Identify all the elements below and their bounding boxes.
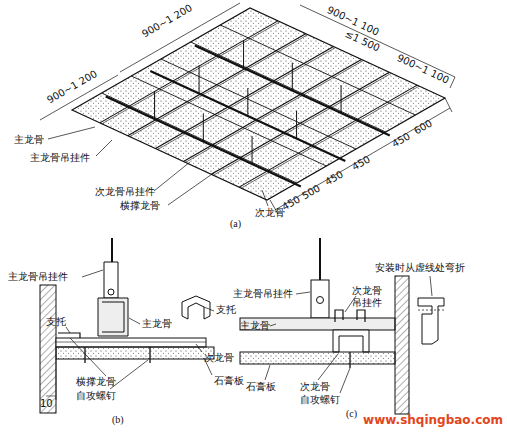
part-label: 横撑龙骨	[76, 376, 116, 388]
part-label: 石膏板	[246, 381, 276, 393]
runner-stroke	[341, 85, 342, 113]
part-label: 安装时从虚线处弯折	[375, 262, 465, 274]
runner-stroke	[106, 97, 301, 187]
part-label: 主龙骨	[142, 318, 172, 330]
runner-stroke	[150, 71, 345, 161]
dimension-label: 500	[300, 182, 323, 202]
runner-stroke	[154, 91, 155, 119]
watermark: www.shqingbao.com	[363, 414, 503, 426]
part-label: (b)	[112, 414, 124, 426]
part-label: 横撑龙骨	[120, 200, 160, 212]
runner-stroke	[252, 136, 253, 164]
runner-stroke	[199, 66, 200, 94]
part-label: 次龙骨	[255, 207, 285, 219]
dimension-label: 450	[390, 130, 413, 150]
part-label: 主龙骨吊挂件	[30, 152, 90, 164]
runner-stroke	[247, 88, 248, 116]
part-label: 次龙骨吊挂件	[95, 186, 155, 198]
part-label: 支托	[216, 304, 236, 316]
dimension-label: 900~1 200	[140, 2, 195, 40]
runner-stroke	[195, 46, 390, 136]
part-label: 主龙骨	[240, 320, 270, 332]
part-label: 主龙骨吊挂件	[8, 271, 68, 283]
part-label: 自攻螺钉	[300, 394, 340, 406]
runner-stroke	[243, 40, 244, 68]
part-label: 主龙骨	[14, 134, 44, 146]
runner-stroke	[102, 93, 297, 183]
dimension-label: 450	[323, 168, 346, 188]
dimension-label: 450	[350, 153, 373, 173]
runner-stroke	[203, 114, 204, 142]
part-label: 次龙骨	[300, 381, 330, 393]
runner-stroke	[296, 111, 297, 139]
part-label: (a)	[230, 218, 241, 230]
runner-stroke	[191, 42, 386, 132]
part-label: 支托	[46, 316, 66, 328]
part-label: 石膏板	[214, 375, 244, 387]
part-label: 次龙骨	[204, 352, 234, 364]
part-label: 10	[40, 398, 53, 410]
part-label: 次龙骨吊挂件	[352, 285, 384, 309]
part-label: 主龙骨吊挂件	[233, 288, 293, 300]
part-label: 自攻螺钉	[76, 390, 116, 402]
dimension-label: 600	[412, 117, 435, 137]
runner-stroke	[292, 63, 293, 91]
part-label: (c)	[346, 408, 357, 420]
